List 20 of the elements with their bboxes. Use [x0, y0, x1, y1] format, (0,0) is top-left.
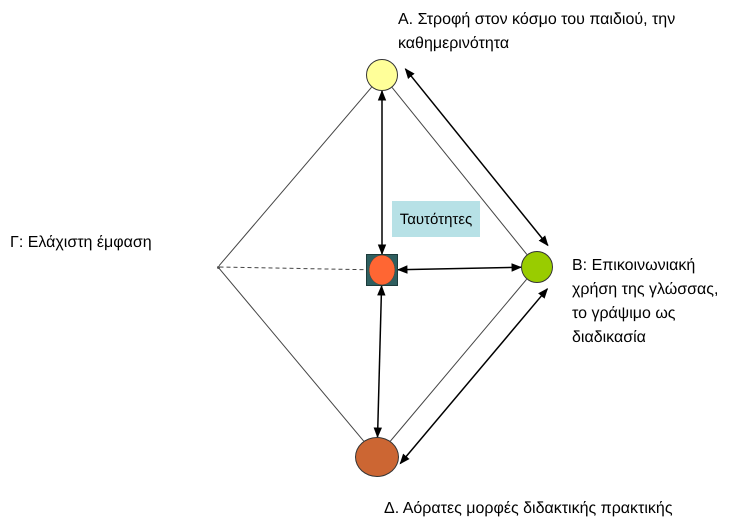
connector-line	[390, 278, 528, 442]
circle-node	[355, 437, 399, 477]
diamond-vertex	[216, 266, 220, 268]
double-arrow	[400, 288, 548, 464]
double-arrow	[404, 68, 548, 246]
double-arrow	[396, 263, 522, 274]
connector-line	[392, 86, 528, 256]
connector-line	[218, 86, 372, 266]
connector-line	[218, 268, 364, 442]
node-label: Ταυτότητες	[400, 210, 472, 228]
text-label: Γ: Ελάχιστη έμφαση	[10, 233, 153, 253]
node-caption: Δ. Αόρατες μορφές διδακτικής πρακτικής	[384, 499, 674, 519]
node-caption: Β: Επικοινωνιακή χρήση της γλώσσας, το γράψιμο ως διαδικασία	[572, 256, 720, 348]
connector-line	[219, 266, 366, 270]
double-arrow	[374, 284, 386, 438]
double-arrow	[378, 90, 386, 256]
label-box	[392, 201, 480, 237]
node-caption: Α. Στροφή στον κόσμο του παιδιού, την καθημερινότητα	[398, 10, 676, 54]
circle-node	[366, 59, 398, 91]
circle-node	[521, 251, 553, 283]
